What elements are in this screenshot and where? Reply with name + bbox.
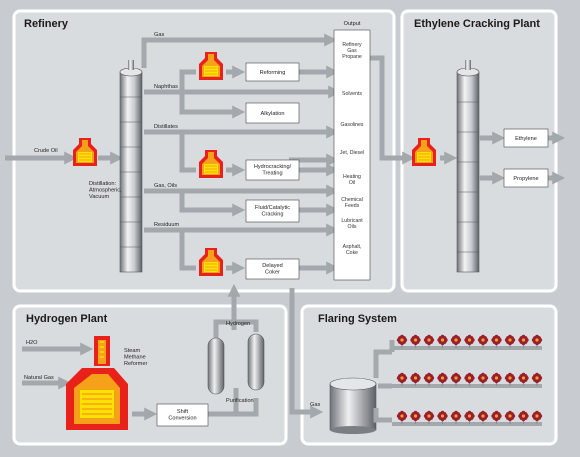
- output-asphalt-coke: Asphalt,Coke: [343, 244, 362, 256]
- purification-label: Purification: [226, 398, 254, 404]
- output-solvents: Solvents: [342, 91, 362, 97]
- purification-tank-left: [207, 337, 225, 395]
- steam-methane-reformer-icon: [66, 336, 128, 430]
- natural-gas-label: Natural Gas: [24, 375, 54, 381]
- product-ethylene: Ethylene: [503, 128, 549, 148]
- h2o-label: H2O: [26, 340, 38, 346]
- stream-residuum-label: Residuum: [154, 222, 180, 228]
- svg-text:Hydrocracking/Treating: Hydrocracking/Treating: [254, 164, 292, 177]
- stream-gas-oils-label: Gas, Oils: [154, 183, 177, 189]
- output-gasolines: Gasolines: [340, 122, 363, 128]
- distillation-column: [119, 59, 143, 273]
- hydrogen-label: Hydrogen: [226, 321, 250, 327]
- refinery-title: Refinery: [24, 18, 69, 30]
- stream-gas-label: Gas: [154, 32, 164, 38]
- ethylene-pipes: [479, 131, 566, 185]
- flaring-title: Flaring System: [318, 313, 397, 325]
- reformer-label: Steam Methane Reformer: [124, 348, 147, 367]
- svg-text:Propylene: Propylene: [513, 176, 538, 182]
- ethylene-column: [456, 59, 480, 273]
- unit-reforming: Reforming: [245, 62, 300, 82]
- output-title: Output: [344, 21, 361, 27]
- unit-alkylation: Alkylation: [245, 102, 300, 124]
- purification-tank-right: [247, 333, 265, 391]
- svg-text:Reforming: Reforming: [260, 70, 286, 76]
- ethylene-title: Ethylene Cracking Plant: [414, 18, 540, 30]
- hydrogen-title: Hydrogen Plant: [26, 313, 108, 325]
- svg-text:Alkylation: Alkylation: [261, 111, 285, 117]
- crude-oil-label: Crude Oil: [34, 148, 58, 154]
- output-jet-diesel: Jet, Diesel: [340, 150, 364, 156]
- product-propylene: Propylene: [503, 168, 549, 188]
- stream-naphthas-label: Naphthas: [154, 84, 178, 90]
- svg-text:Ethylene: Ethylene: [515, 136, 537, 142]
- flare-header-rows: [392, 334, 543, 426]
- flaring-gas-label: Gas: [310, 402, 320, 408]
- unit-hydrocracking: Hydrocracking/Treating: [245, 159, 300, 181]
- refinery-pipes: [5, 33, 458, 419]
- hydrogen-pipes: [22, 319, 259, 421]
- stream-distillates-label: Distillates: [154, 124, 178, 130]
- flare-drum: [329, 377, 377, 434]
- distillation-label: Distillation: Atmospheric, Vacuum: [89, 181, 123, 200]
